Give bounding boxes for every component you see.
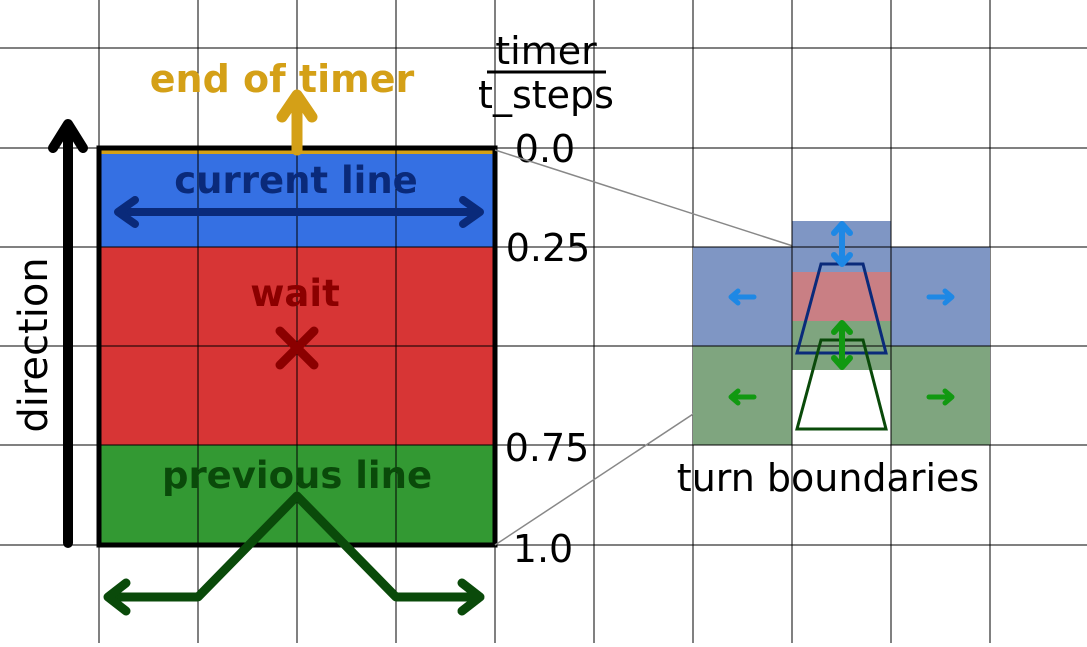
mini-right-arrow-blue <box>926 288 955 306</box>
ratio-numerator: timer <box>495 29 597 73</box>
wait-label: wait <box>250 272 340 315</box>
mini-up-down-arrow-green <box>831 320 853 370</box>
current-trapezoid-outline <box>795 262 888 355</box>
end-of-timer-arrow <box>276 89 318 156</box>
previous-trapezoid-outline <box>795 338 888 431</box>
mini-up-down-arrow-blue <box>831 221 853 267</box>
tick-label: 0.75 <box>505 426 590 470</box>
tick-label: 0.25 <box>506 226 591 270</box>
direction-label: direction <box>11 257 57 432</box>
direction-arrow <box>48 119 88 548</box>
previous-line-label: previous line <box>162 454 432 497</box>
end-of-timer-label: end of timer <box>150 57 415 101</box>
ratio-denominator: t_steps <box>478 73 614 117</box>
tick-label: 0.0 <box>515 127 575 171</box>
mini-left-arrow-green <box>728 388 757 406</box>
current-line-label: current line <box>174 159 418 202</box>
current-line-double-arrow <box>114 196 484 228</box>
turn-boundaries-diagram <box>693 221 990 446</box>
previous-line-arrow <box>103 491 485 616</box>
wait-cross-icon <box>275 326 319 370</box>
turn-boundaries-label: turn boundaries <box>677 456 979 500</box>
mini-right-arrow-green <box>926 388 955 406</box>
mini-left-arrow-blue <box>728 288 757 306</box>
tick-label: 1.0 <box>513 527 573 571</box>
